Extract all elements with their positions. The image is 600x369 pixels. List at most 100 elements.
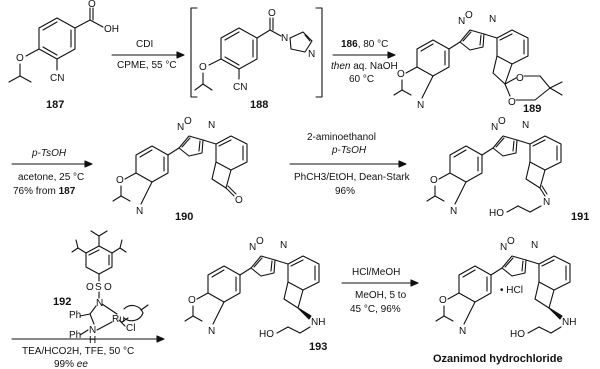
step2-conditions-2: 60 °C [349, 74, 374, 85]
atom-n: N [249, 242, 256, 253]
compound-189-structure: O N N O O O N [393, 10, 563, 111]
atom-o: O [184, 116, 192, 127]
atom-cn: CN [233, 82, 247, 93]
atom-o: O [16, 53, 24, 64]
atom-n: N [177, 122, 184, 133]
label-193: 193 [309, 341, 327, 353]
atom-s: S [95, 282, 102, 293]
step5-ee-label: ee [77, 359, 89, 369]
step1-reagent: CDI [136, 39, 153, 50]
compound-193-structure: O N N NH HO O N [184, 236, 325, 340]
hcl-salt: • HCl [500, 285, 523, 296]
atom-n: N [450, 206, 457, 217]
atom-o: O [465, 10, 473, 21]
step2-then: then [331, 61, 351, 72]
atom-o: O [508, 97, 516, 108]
atom-o: O [104, 282, 112, 293]
step6-conditions-1: MeOH, 5 to [355, 290, 407, 301]
atom-n: N [280, 240, 287, 251]
atom-n: N [491, 122, 498, 133]
atom-n: N [208, 326, 215, 337]
atom-o: O [516, 73, 524, 84]
label-191: 191 [571, 211, 589, 223]
label-190: 190 [175, 211, 193, 223]
step2-reagent-temp: , 80 °C [358, 39, 389, 50]
atom-n: N [531, 240, 538, 251]
atom-ho: HO [259, 329, 274, 340]
step3-yield: 76% from [13, 186, 59, 197]
atom-o: O [86, 282, 94, 293]
atom-ph: Ph [69, 310, 81, 321]
atom-h: H [89, 335, 96, 346]
atom-n: N [500, 242, 507, 253]
arrow-step-2 [332, 51, 396, 59]
step1-conditions: CPME, 55 °C [117, 60, 177, 71]
label-188: 188 [250, 99, 268, 111]
atom-o: O [430, 175, 438, 186]
label-189: 189 [523, 103, 541, 115]
step5-conditions-1: TEA/HCO2H, TFE, 50 °C [22, 346, 134, 357]
step4-reagent-1: 2-aminoethanol [307, 132, 376, 143]
compound-188-structure: O N N O CN [194, 8, 315, 93]
catalyst-192-structure: O S O N Ru Ph N H Ph Cl [69, 230, 149, 346]
atom-n: N [417, 100, 424, 111]
compound-191-structure: O N N N HO O N [426, 116, 562, 219]
step5-conditions-2: 99% ee [54, 359, 88, 369]
atom-n: N [208, 120, 215, 131]
compound-190-structure: O N N O O N [112, 116, 248, 217]
step2-reagent-number: 186 [341, 39, 358, 50]
atom-o: O [498, 116, 506, 127]
step2-naoh: aq. NaOH [350, 61, 397, 72]
atom-nh: NH [311, 317, 325, 328]
atom-n: N [543, 197, 550, 208]
atom-oh: OH [104, 24, 119, 35]
atom-o: O [507, 236, 515, 247]
step4-reagent-2: p-TsOH [331, 145, 367, 156]
arrow-step-3 [11, 160, 93, 168]
atom-ru: Ru [112, 314, 125, 325]
arrow-step-4 [289, 160, 407, 168]
atom-ph: Ph [69, 330, 81, 341]
atom-nh: NH [562, 317, 576, 328]
step3-from-compound: 187 [59, 186, 76, 197]
atom-n: N [458, 16, 465, 27]
atom-n: N [281, 33, 288, 44]
step6-reagent: HCl/MeOH [352, 267, 400, 278]
step2-reagent: 186, 80 °C [341, 39, 388, 50]
atom-o: O [188, 295, 196, 306]
arrow-step-1 [111, 51, 185, 59]
compound-187-structure: OH O O CN [8, 0, 119, 84]
step5-ee-value: 99% [54, 359, 77, 369]
step3-reagent: p-TsOH [31, 148, 67, 159]
atom-cn: CN [50, 73, 64, 84]
step2-conditions-1: then aq. NaOH [331, 61, 398, 72]
atom-n: N [522, 120, 529, 131]
step3-conditions-2: 76% from 187 [13, 186, 76, 197]
atom-n: N [489, 14, 496, 25]
step6-conditions-2: 45 °C, 96% [350, 304, 401, 315]
atom-n: N [89, 325, 96, 336]
atom-o: O [397, 69, 405, 80]
atom-ho: HO [489, 208, 504, 219]
atom-o: O [199, 62, 207, 73]
atom-n: N [459, 326, 466, 337]
atom-cl: Cl [126, 323, 135, 334]
step3-conditions-1: acetone, 25 °C [18, 172, 84, 183]
atom-o: O [116, 175, 124, 186]
atom-ho: HO [510, 329, 525, 340]
label-187: 187 [46, 99, 64, 111]
atom-n: N [308, 49, 315, 60]
atom-n: N [136, 206, 143, 217]
atom-n: N [96, 298, 103, 309]
ozanimod-hcl-structure: O N N NH HO • HCl O N [435, 236, 576, 340]
label-192: 192 [53, 296, 71, 308]
atom-o: O [439, 295, 447, 306]
atom-o: O [268, 8, 276, 19]
atom-o: O [88, 0, 96, 10]
atom-o: O [256, 236, 264, 247]
atom-o: O [235, 195, 243, 206]
step4-conditions-2: 96% [335, 186, 355, 197]
label-ozanimod-hydrochloride: Ozanimod hydrochloride [433, 353, 563, 365]
arrow-step-6 [341, 279, 419, 287]
